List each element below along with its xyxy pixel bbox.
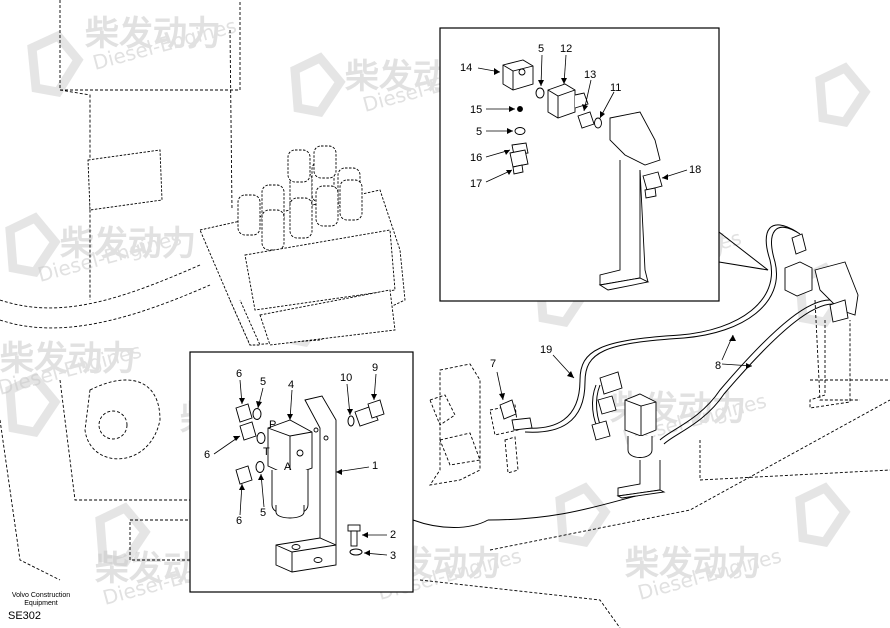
callout-6c: 6: [236, 515, 242, 527]
lower-detail-inset: P T A: [189, 351, 489, 593]
arrowheads-main: [499, 335, 752, 400]
callout-10: 10: [340, 372, 352, 384]
watermark-logo: [5, 30, 871, 567]
publisher-line-1: Volvo Construction: [11, 592, 71, 599]
port-a-label: A: [284, 461, 292, 473]
small-parts-column: [509, 106, 529, 175]
callout-4: 4: [288, 379, 294, 391]
callout-7: 7: [490, 358, 496, 370]
callout-13: 13: [584, 69, 596, 81]
washer-10: [347, 415, 355, 427]
arrowheads-inset: [494, 68, 668, 180]
wm-brand-1: 柴发动力: [85, 14, 221, 54]
callout-17: 17: [470, 178, 482, 190]
callout-5a: 5: [538, 43, 544, 55]
valve-cartridge-12: [547, 83, 589, 119]
callout-6a: 6: [236, 368, 242, 380]
callout-14: 14: [460, 62, 472, 74]
installed-solenoid-right: [784, 233, 859, 409]
callout-12: 12: [560, 43, 572, 55]
fittings-6: [235, 403, 257, 485]
installed-solenoid-center: [591, 371, 666, 499]
solenoid-coil-14: [502, 59, 534, 91]
mid-bracket-dashed: [429, 363, 519, 486]
port-t-label: T: [263, 446, 270, 458]
callout-11: 11: [610, 82, 621, 94]
callout-19: 19: [540, 344, 552, 356]
wm-brand-5: 柴发动力: [0, 339, 136, 379]
callout-18: 18: [689, 164, 701, 176]
mounting-bracket-1: [275, 395, 337, 573]
publisher-line-2: Equipment: [24, 600, 58, 607]
bolt-9: [354, 399, 385, 427]
callout-15: 15: [470, 104, 482, 116]
callout-5c: 5: [260, 376, 266, 388]
callout-16: 16: [470, 152, 482, 164]
valve-spools: [237, 145, 363, 251]
fitting-7: [499, 399, 533, 431]
callout-numbers: 14 5 12 13 11 15 5 16 17 18 7 19 8 6 5 4…: [204, 43, 721, 562]
arrowheads-lower: [233, 394, 377, 556]
hydraulic-lines: [487, 224, 834, 521]
o-rings-5: [252, 408, 266, 473]
upper-detail-inset: [439, 27, 769, 302]
fitting-13: [577, 111, 602, 129]
manifold-bracket-inset: [598, 111, 661, 291]
port-p-label: P: [269, 419, 276, 431]
fitting-18: [642, 171, 663, 199]
callout-1: 1: [372, 460, 378, 472]
wm-brand-10: 柴发动力: [625, 544, 761, 584]
watermark-layer: 柴发动力 Diesel-Engines 柴发动力 Diesel-Engines …: [0, 13, 871, 610]
drawing-code: SE302: [8, 610, 42, 622]
callout-6b: 6: [204, 449, 210, 461]
control-valve-block: [87, 145, 406, 346]
callout-3: 3: [390, 550, 396, 562]
publisher-credit: Volvo Construction Equipment: [6, 592, 76, 608]
solenoid-valve-4: [267, 419, 313, 519]
washer-3: [349, 548, 363, 556]
callout-8: 8: [715, 360, 721, 372]
callout-5b: 5: [476, 126, 482, 138]
callout-5d: 5: [260, 507, 266, 519]
callout-2: 2: [390, 529, 396, 541]
wm-brand-3: 柴发动力: [60, 224, 196, 264]
bolt-2: [347, 524, 361, 547]
callout-9: 9: [372, 362, 378, 374]
